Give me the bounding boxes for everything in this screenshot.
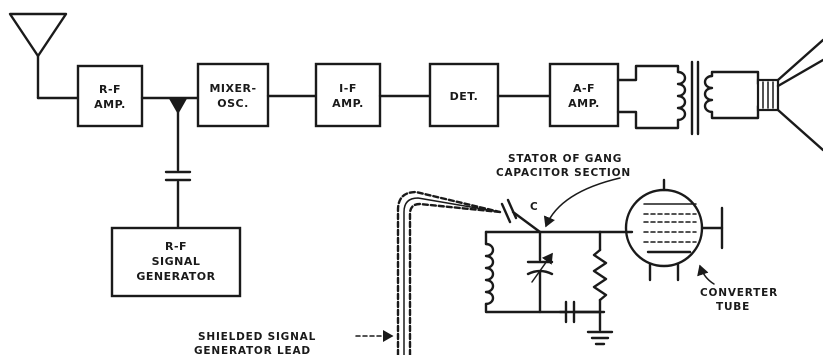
mixer-osc-label-line2: OSC. — [217, 97, 249, 110]
output-transformer-icon — [616, 60, 760, 136]
if-amp-label-line1: I-F — [339, 82, 357, 95]
converter-tube-label-line1: CONVERTER — [700, 287, 778, 299]
af-amp-label-line1: A-F — [573, 82, 595, 95]
converter-tube-icon — [598, 178, 724, 282]
loudspeaker-icon — [756, 38, 823, 152]
shielded-lead-label-line1: SHIELDED SIGNAL — [198, 331, 316, 343]
shielded-lead — [396, 190, 502, 355]
stator-label-line1: STATOR OF GANG — [508, 153, 622, 165]
rf-amp-label-line2: AMP. — [94, 98, 126, 111]
signal-generator-label-line3: GENERATOR — [136, 270, 215, 283]
signal-generator-label-line2: SIGNAL — [152, 255, 201, 268]
stator-label-line2: CAPACITOR SECTION — [496, 167, 631, 179]
det-block: DET. — [428, 62, 500, 128]
converter-tube-label-line2: TUBE — [716, 301, 750, 313]
antenna-icon — [8, 12, 80, 100]
rf-amp-block: R-F AMP. — [76, 64, 144, 128]
rf-amp-label-line1: R-F — [99, 83, 121, 96]
af-amp-label-line2: AMP. — [568, 97, 600, 110]
coupling-capacitor-c — [500, 198, 542, 234]
mixer-osc-label-line1: MIXER- — [209, 82, 256, 95]
signal-generator-label-line1: R-F — [165, 240, 187, 253]
grid-leak-network — [558, 230, 614, 346]
signal-injection-path — [164, 97, 192, 230]
det-label: DET. — [450, 90, 479, 103]
if-amp-label-line2: AMP. — [332, 97, 364, 110]
mixer-osc-block: MIXER- OSC. — [196, 62, 270, 128]
rf-signal-generator-block: R-F SIGNAL GENERATOR — [110, 226, 242, 298]
af-amp-block: A-F AMP. — [548, 62, 620, 128]
capacitor-c-label: C — [530, 201, 539, 213]
tank-circuit — [484, 230, 606, 314]
shielded-lead-label-line2: GENERATOR LEAD — [194, 345, 311, 355]
converter-tube-pointer — [697, 264, 715, 285]
if-amp-block: I-F AMP. — [314, 62, 382, 128]
stator-pointer — [543, 177, 621, 228]
